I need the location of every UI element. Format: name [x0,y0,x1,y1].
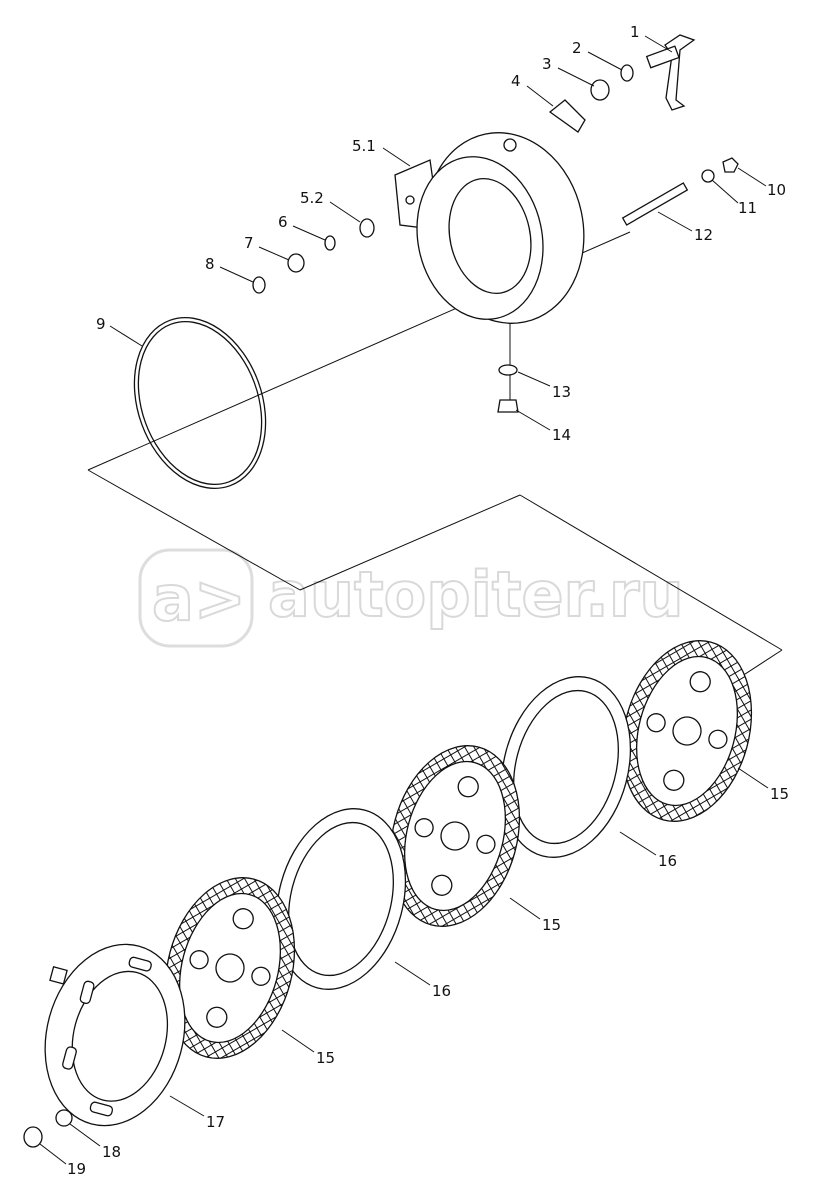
callout-6: 6 [278,213,288,231]
callout-8: 8 [205,255,215,273]
callout-18: 18 [102,1143,121,1161]
friction-disc-15-bottom [164,877,296,1059]
callout-13: 13 [552,383,571,401]
shaft-lever [645,34,696,111]
o-ring-2 [620,64,634,82]
lever-arm-4 [548,99,586,133]
bushing-5-2 [359,218,375,238]
stud-12 [621,182,689,226]
nut-10 [722,157,739,173]
leader-lines [39,35,769,1165]
snap-ring-8 [252,276,266,294]
svg-text:a>: a> [152,562,246,635]
callout-1: 1 [630,23,640,41]
o-ring-9 [133,316,267,490]
callout-9: 9 [96,315,106,333]
callout-labels: 1 2 3 4 5.1 5.2 6 7 8 9 10 11 12 13 14 1… [67,23,789,1178]
callout-16-lower: 16 [432,982,451,1000]
bushing-3 [590,79,610,101]
callout-4: 4 [511,72,521,90]
callout-5-2: 5.2 [300,189,324,207]
callout-15-bottom: 15 [316,1049,335,1067]
piston-plate-17 [44,943,186,1127]
washer-13 [498,364,518,376]
watermark: a> autopiter.ru [138,548,685,648]
washer-7 [287,253,305,273]
friction-disc-15-top [621,640,753,822]
nut-11 [701,169,715,183]
callout-11: 11 [738,199,757,217]
friction-disc-15-middle [389,745,521,927]
steel-plate-16-top [500,676,632,858]
ball-18 [55,1109,73,1127]
callout-17: 17 [206,1113,225,1131]
plug-19 [23,1126,43,1148]
callout-16-top: 16 [658,852,677,870]
callout-3: 3 [542,55,552,73]
callout-10: 10 [767,181,786,199]
brake-housing [394,132,585,324]
callout-5-1: 5.1 [352,137,376,155]
callout-19: 19 [67,1160,86,1178]
callout-12: 12 [694,226,713,244]
o-ring-6 [324,235,336,251]
callout-15-top: 15 [770,785,789,803]
callout-15-middle: 15 [542,916,561,934]
callout-14: 14 [552,426,571,444]
steel-plate-16-lower [275,808,407,990]
drain-plug-14 [497,399,519,413]
svg-text:autopiter.ru: autopiter.ru [268,558,684,631]
callout-2: 2 [572,39,582,57]
callout-7: 7 [244,234,254,252]
